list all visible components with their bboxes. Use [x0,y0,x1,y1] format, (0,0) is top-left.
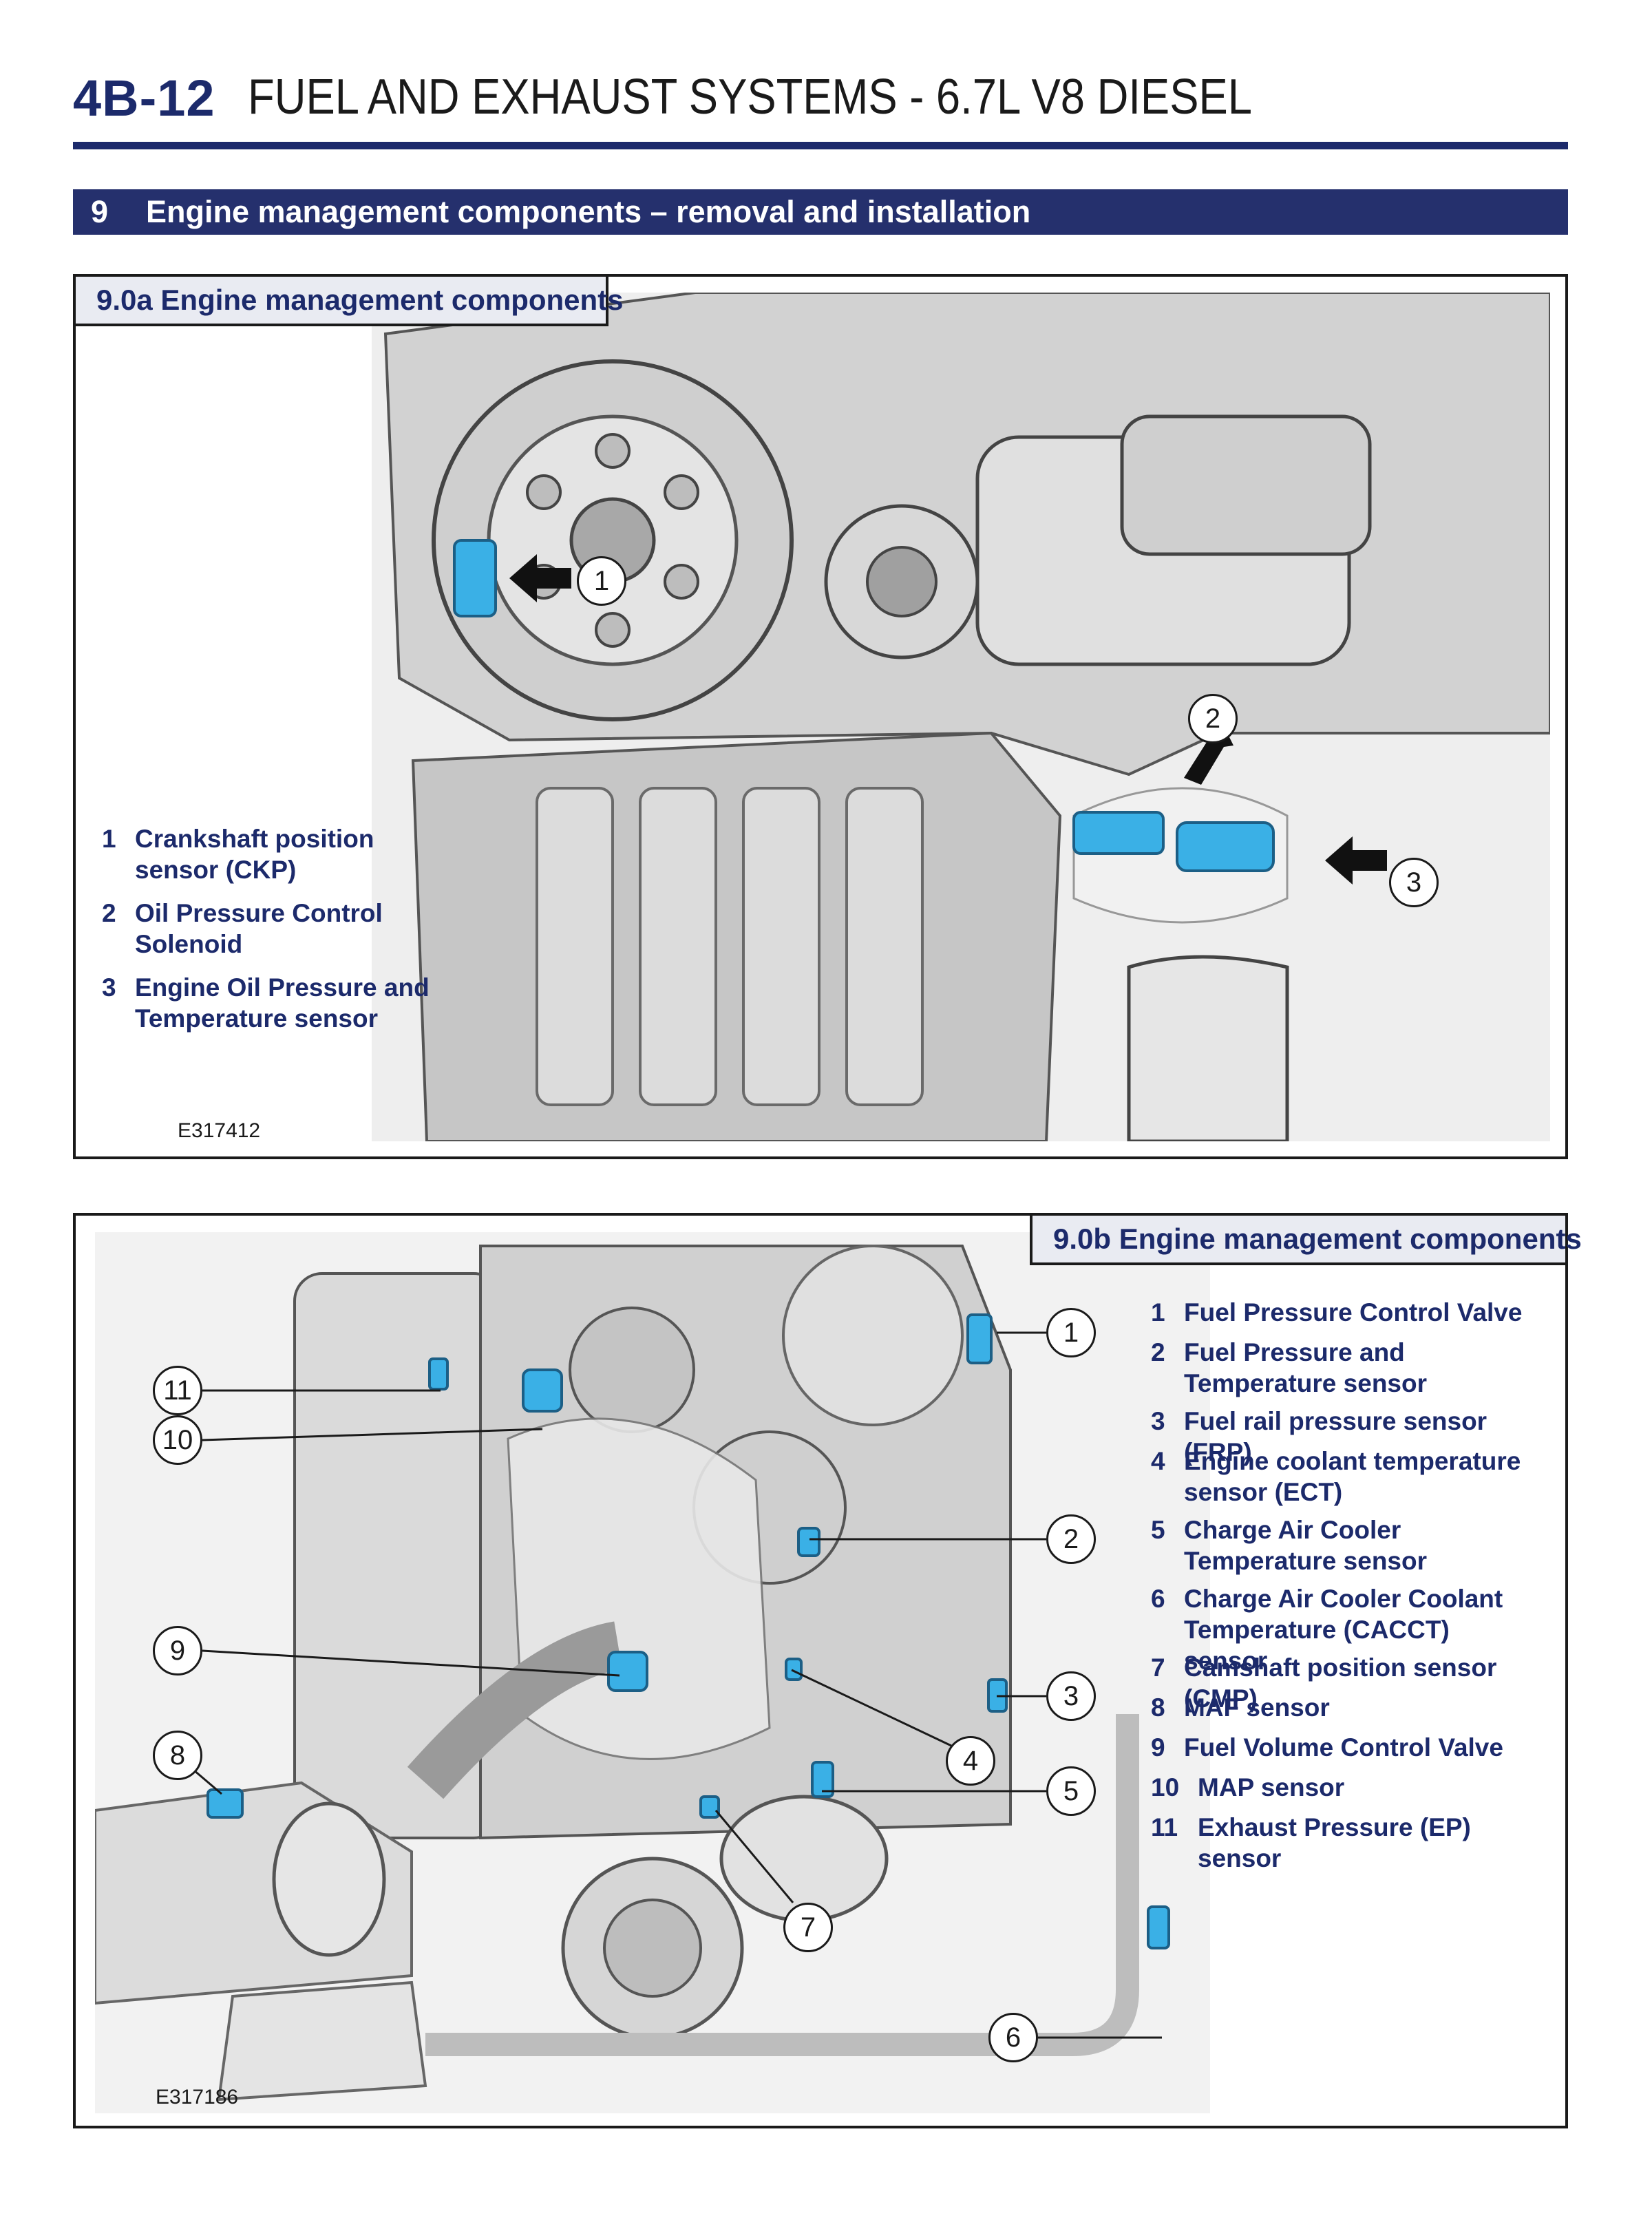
figure-a-drawing [372,293,1550,1141]
legend-text: Camshaft position sensor (CMP) [1184,1653,1497,1713]
fuel-pressure-control-valve-icon [966,1313,993,1364]
figure-b-callout-9: 9 [153,1626,202,1675]
oil-pressure-solenoid-icon [1072,811,1165,855]
figure-b-legend-item: 2 Fuel Pressure and Temperature sensor [1151,1337,1536,1400]
figure-b-reference: E317186 [156,2086,239,2108]
figure-a-legend-item: 2 Oil Pressure Control Solenoid [102,898,419,960]
figure-b-legend-item: 11 Exhaust Pressure (EP) sensor [1151,1812,1536,1872]
frp-sensor-icon [987,1678,1008,1713]
legend-number: 4 [1151,1447,1165,1475]
legend-text: Engine coolant temperature sensor (ECT) [1184,1447,1521,1506]
fuel-pressure-temp-sensor-icon [797,1527,820,1557]
figure-b-callout-8: 8 [153,1731,202,1780]
legend-number: 6 [1151,1585,1165,1613]
legend-text: Crankshaft position sensor (CKP) [135,825,374,884]
legend-number: 11 [1151,1813,1178,1841]
figure-b-legend-item: 3 Fuel rail pressure sensor (FRP) [1151,1406,1536,1466]
section-number: 9 [91,194,109,229]
figure-b-legend-item: 5 Charge Air Cooler Temperature sensor [1151,1514,1536,1578]
legend-number: 3 [102,973,116,1002]
figure-b-legend-item: 9 Fuel Volume Control Valve [1151,1732,1536,1766]
legend-text: Fuel rail pressure sensor (FRP) [1184,1407,1487,1466]
figure-a-legend-item: 3 Engine Oil Pressure and Temperature se… [102,972,446,1034]
legend-text: Charge Air Cooler Coolant Temperature (C… [1184,1585,1503,1675]
figure-b-callout-11: 11 [153,1366,202,1415]
map-sensor-icon [522,1368,563,1413]
figure-b-legend-item: 7 Camshaft position sensor (CMP) [1151,1652,1536,1713]
figure-b-callout-1: 1 [1046,1308,1096,1357]
figure-b-legend-item: 10 MAP sensor [1151,1772,1536,1806]
figure-b-callout-5: 5 [1046,1766,1096,1816]
legend-text: Fuel Pressure and Temperature sensor [1184,1338,1427,1397]
figure-a-callout-3: 3 [1389,858,1439,907]
legend-text: MAF sensor [1184,1693,1330,1722]
figure-b-legend-item: 6 Charge Air Cooler Coolant Temperature … [1151,1583,1536,1675]
legend-number: 2 [102,899,116,927]
legend-text: Engine Oil Pressure and Temperature sens… [135,973,430,1033]
figure-b-legend-item: 4 Engine coolant temperature sensor (ECT… [1151,1446,1536,1509]
figure-b-caption: 9.0b Engine management components [1030,1213,1582,1265]
figure-b-callout-10: 10 [153,1415,202,1465]
fuel-volume-control-valve-icon [607,1651,648,1692]
figure-b-callout-7: 7 [783,1903,833,1952]
maf-sensor-icon [206,1788,244,1819]
cmp-sensor-icon [699,1795,720,1819]
legend-text: Oil Pressure Control Solenoid [135,899,383,958]
legend-number: 9 [1151,1733,1165,1762]
figure-b-callout-6: 6 [988,2013,1038,2062]
figure-a-caption: 9.0a Engine management components [73,274,624,326]
section-title: Engine management components – removal a… [146,194,1031,229]
legend-number: 10 [1151,1773,1180,1801]
title-rule [73,142,1568,149]
charge-air-cooler-temp-sensor-icon [811,1761,834,1798]
legend-number: 1 [102,825,116,853]
figure-b-callout-2: 2 [1046,1514,1096,1564]
engine-top-illustration [95,1232,1210,2113]
ep-sensor-icon [428,1357,449,1391]
legend-text: Exhaust Pressure (EP) sensor [1198,1813,1471,1872]
figure-b-callout-4: 4 [946,1736,995,1786]
ckp-sensor-icon [453,539,497,617]
figure-b-drawing [95,1232,1210,2113]
legend-text: Fuel Pressure Control Valve [1184,1298,1523,1326]
section-heading: 9 Engine management components – removal… [73,189,1568,235]
legend-text: MAP sensor [1198,1773,1345,1801]
cacct-sensor-icon [1147,1905,1170,1949]
figure-a-callout-2: 2 [1188,694,1238,743]
figure-a-reference: E317412 [178,1119,261,1142]
figure-b-legend-item: 1 Fuel Pressure Control Valve [1151,1297,1536,1331]
figure-a-callout-1: 1 [577,556,626,606]
legend-number: 5 [1151,1516,1165,1544]
legend-text: Fuel Volume Control Valve [1184,1733,1503,1762]
page-number: 4B-12 [73,70,215,127]
legend-number: 1 [1151,1298,1165,1326]
figure-b-legend-item: 8 MAF sensor [1151,1692,1536,1726]
engine-front-illustration [372,293,1550,1141]
legend-text: Charge Air Cooler Temperature sensor [1184,1516,1427,1575]
ect-sensor-icon [785,1658,803,1681]
oil-pressure-temp-sensor-icon [1176,821,1275,872]
legend-number: 8 [1151,1693,1165,1722]
figure-b-callout-3: 3 [1046,1671,1096,1721]
legend-number: 2 [1151,1338,1165,1366]
figure-a-legend-item: 1 Crankshaft position sensor (CKP) [102,823,419,885]
legend-number: 7 [1151,1653,1165,1682]
legend-number: 3 [1151,1407,1165,1435]
page-title: FUEL AND EXHAUST SYSTEMS - 6.7L V8 DIESE… [248,70,1252,125]
